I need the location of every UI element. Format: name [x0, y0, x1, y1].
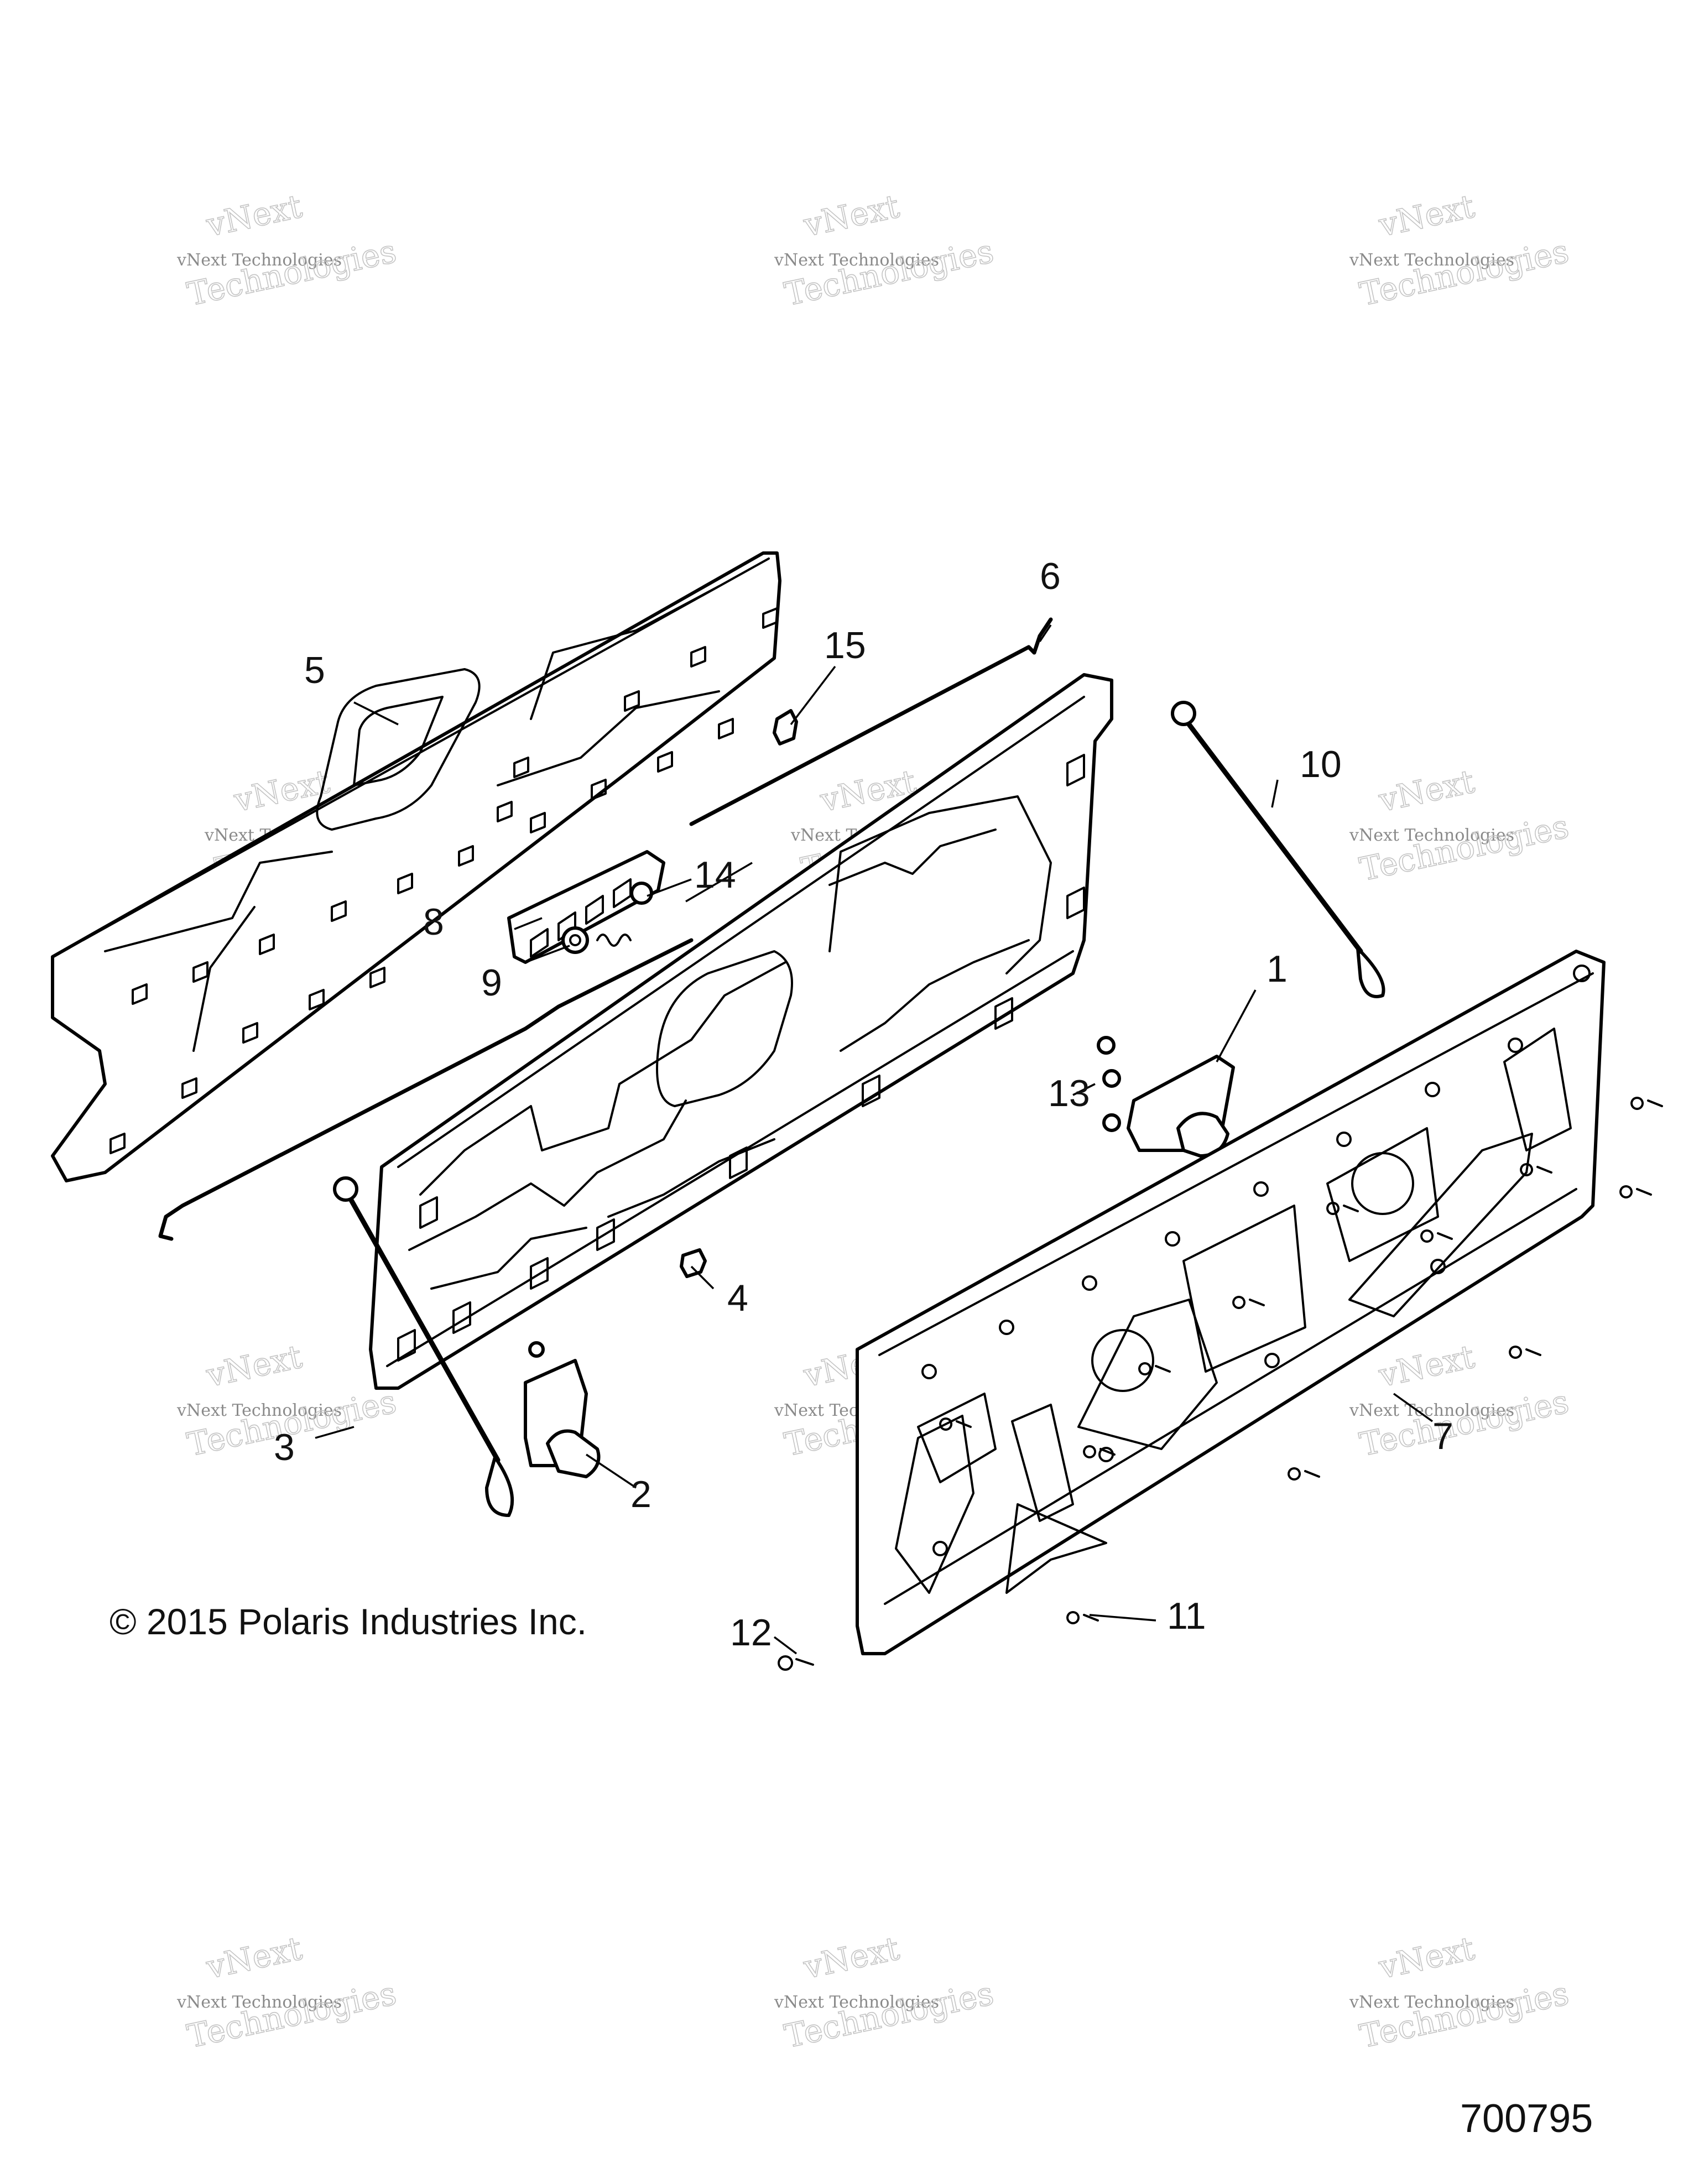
callout-11: 11	[1167, 1595, 1206, 1637]
callout-10: 10	[1300, 743, 1342, 785]
callout-7: 7	[1432, 1415, 1453, 1457]
callout-2: 2	[630, 1473, 652, 1515]
part-1-hinge	[1127, 1055, 1235, 1158]
callout-4: 4	[727, 1277, 748, 1319]
watermark-text: Technologies	[1357, 807, 1572, 888]
watermark-text: Technologies	[781, 1974, 997, 2055]
watermark-text: vNext Technologies	[1349, 251, 1514, 270]
part-12-screw	[778, 1655, 814, 1671]
part-15-clip	[773, 709, 798, 746]
part-11-screws	[939, 1097, 1663, 1624]
watermark-text: Technologies	[1357, 1383, 1572, 1463]
callout-14: 14	[694, 854, 736, 896]
part-6-rod-upper	[689, 617, 1053, 826]
watermark-text: vNext	[800, 1930, 902, 1987]
watermark-text: vNext	[1375, 1338, 1477, 1395]
watermark-text: Technologies	[781, 232, 997, 313]
watermark-text: vNext	[202, 187, 305, 244]
copyright-text: © 2015 Polaris Industries Inc.	[110, 1601, 587, 1642]
callout-13: 13	[1048, 1072, 1090, 1114]
callout-9: 9	[481, 962, 502, 1004]
watermark-2: vNext vNext Technologies Technologies	[774, 187, 997, 314]
watermark-text: vNext	[1375, 1930, 1477, 1987]
callout-5: 5	[304, 649, 325, 691]
watermark-text: vNext	[202, 1338, 305, 1395]
callout-1: 1	[1267, 948, 1288, 990]
watermark-text: vNext Technologies	[774, 1993, 939, 2012]
leader-lines	[315, 624, 1434, 1655]
figure-number: 700795	[1460, 2097, 1593, 2141]
part-rod-lower	[158, 938, 694, 1241]
watermark-text: vNext	[202, 1930, 305, 1987]
watermark-text: Technologies	[184, 1974, 400, 2055]
callout-12: 12	[730, 1612, 772, 1654]
watermark-3: vNext vNext Technologies Technologies	[1349, 187, 1572, 314]
watermark-9: vNext vNext Technologies Technologies	[1349, 1337, 1572, 1464]
part-7-outer-panel	[856, 950, 1606, 1655]
watermark-6: vNext vNext Technologies Technologies	[1349, 762, 1572, 889]
watermark-text: Technologies	[184, 232, 400, 313]
watermark-text: vNext	[1375, 187, 1477, 244]
watermark-11: vNext vNext Technologies Technologies	[774, 1929, 997, 2056]
watermark-text: vNext	[1375, 763, 1477, 820]
watermark-text: vNext Technologies	[774, 251, 939, 270]
part-4-clip	[680, 1248, 707, 1278]
part-10-cable	[1171, 701, 1385, 998]
part-2-hinge	[524, 1341, 601, 1478]
watermark-text: vNext Technologies	[176, 251, 342, 270]
watermark-text: vNext Technologies	[176, 1993, 342, 2012]
watermark-12: vNext vNext Technologies Technologies	[1349, 1929, 1572, 2056]
watermark-1: vNext vNext Technologies Technologies	[176, 187, 400, 314]
watermark-text: vNext	[800, 187, 902, 244]
callout-15: 15	[824, 624, 866, 666]
part-14-springs	[596, 882, 653, 947]
part-8-latch-assembly	[507, 850, 665, 964]
tailgate-frame	[369, 673, 1113, 1390]
callout-6: 6	[1040, 555, 1061, 597]
part-13-screws	[1097, 1036, 1121, 1132]
watermark-text: vNext Technologies	[1349, 1993, 1514, 2012]
part-5-inner-trim-panel	[51, 551, 781, 1182]
watermark-text: vNext Technologies	[1349, 826, 1514, 845]
watermark-text: vNext Technologies	[176, 1401, 342, 1420]
watermark-10: vNext vNext Technologies Technologies	[176, 1929, 400, 2056]
part-9-nut	[561, 926, 589, 954]
watermark-text: Technologies	[1357, 232, 1572, 313]
watermark-text: Technologies	[1357, 1974, 1572, 2055]
callout-3: 3	[274, 1426, 295, 1468]
part-3-cable	[333, 1176, 514, 1517]
watermark-text: vNext Technologies	[1349, 1401, 1514, 1420]
callouts: 1 2 3 4 5 6 7 8 9 10 11 12 13 14 15	[274, 555, 1453, 1654]
callout-8: 8	[423, 901, 444, 943]
